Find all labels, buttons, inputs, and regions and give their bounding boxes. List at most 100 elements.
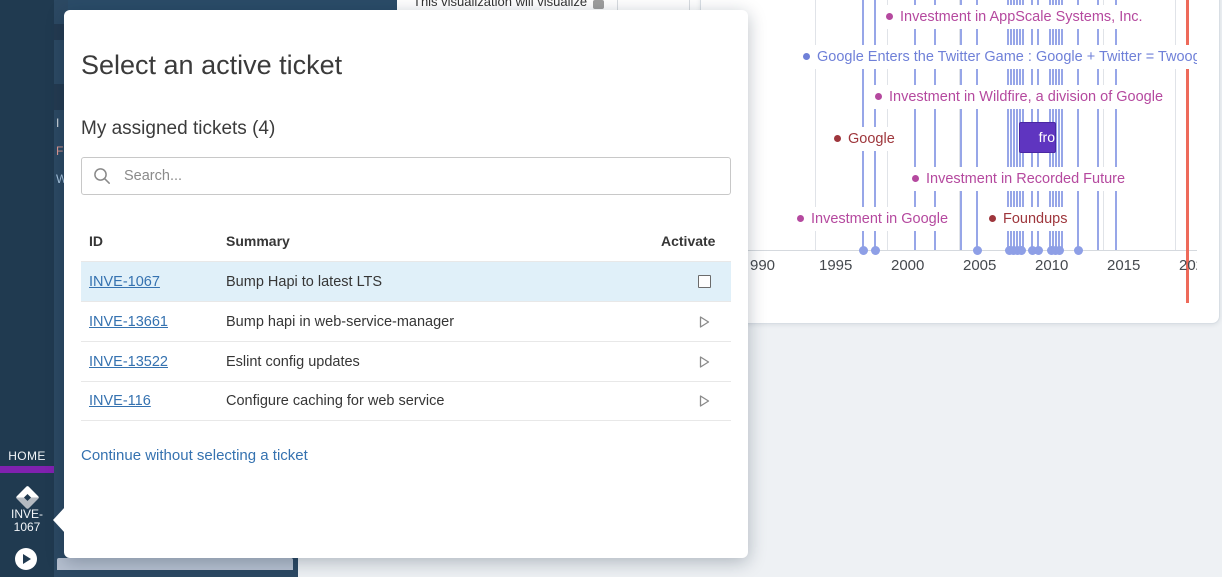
event-marker-line xyxy=(934,0,936,250)
ticket-id-link[interactable]: INVE-13522 xyxy=(89,353,168,370)
event-marker-line xyxy=(1010,0,1012,250)
active-indicator xyxy=(0,466,54,473)
axis-tick-label: 202 xyxy=(1179,257,1197,274)
event-axis-dot xyxy=(1074,246,1083,255)
visualization-hint-text: This visualization will visualize xyxy=(413,0,588,9)
timeline-event-label[interactable]: Investment in Recorded Future xyxy=(906,167,1134,191)
panel-header-bar xyxy=(68,0,397,12)
event-dot-icon xyxy=(989,215,996,222)
selected-event-box[interactable]: fro xyxy=(1019,122,1056,153)
event-label-text: Google xyxy=(848,131,895,147)
continue-without-ticket-link[interactable]: Continue without selecting a ticket xyxy=(81,447,308,464)
toolbar-strip: This visualization will visualize xyxy=(397,0,748,10)
ticket-label-line2: 1067 xyxy=(13,520,41,534)
event-marker-line xyxy=(1055,0,1057,250)
axis-gridline xyxy=(887,0,888,250)
x-axis-line xyxy=(701,250,1197,251)
assigned-tickets-heading: My assigned tickets (4) xyxy=(81,118,276,139)
axis-tick-label: 1995 xyxy=(819,257,853,274)
current-time-line xyxy=(1186,0,1189,303)
timeline-event-label[interactable]: Foundups xyxy=(983,207,1076,231)
event-dot-icon xyxy=(886,13,893,20)
event-axis-dot xyxy=(1034,246,1043,255)
ticket-id-link[interactable]: INVE-13661 xyxy=(89,313,168,330)
event-marker-line xyxy=(914,0,916,250)
column-header-activate: Activate xyxy=(661,233,716,249)
event-axis-dot xyxy=(1055,246,1064,255)
axis-tick-label: 2010 xyxy=(1035,257,1069,274)
diamond-hole xyxy=(23,493,32,502)
sidebar-item-home[interactable]: HOME xyxy=(8,449,46,463)
axis-gridline xyxy=(959,0,960,250)
axis-gridline xyxy=(815,0,816,250)
event-label-text: Investment in Google xyxy=(811,211,949,227)
play-button[interactable] xyxy=(15,548,37,570)
ticket-summary: Bump hapi in web-service-manager xyxy=(226,313,455,330)
table-header: ID Summary Activate xyxy=(81,233,731,261)
ticket-summary: Eslint config updates xyxy=(226,353,360,370)
search-input[interactable] xyxy=(124,158,714,194)
axis-tick-label: 2000 xyxy=(891,257,925,274)
search-icon xyxy=(94,168,110,184)
event-marker-line xyxy=(1077,0,1079,250)
search-box xyxy=(81,157,731,195)
event-marker-line xyxy=(874,0,876,250)
activate-play-icon[interactable] xyxy=(697,394,711,408)
event-axis-dot xyxy=(859,246,868,255)
table-row[interactable]: INVE-13522 Eslint config updates xyxy=(81,341,731,381)
event-axis-dot xyxy=(1028,246,1037,255)
table-row[interactable]: INVE-13661 Bump hapi in web-service-mana… xyxy=(81,301,731,341)
event-dot-icon xyxy=(875,93,882,100)
activate-checkbox[interactable] xyxy=(698,275,711,288)
toolbar-divider xyxy=(689,0,690,10)
scrollbar-thumb[interactable] xyxy=(593,0,604,9)
timeline-event-label[interactable]: Google xyxy=(828,127,903,151)
event-dot-icon xyxy=(912,175,919,182)
axis-gridline xyxy=(1175,0,1176,250)
event-marker-line xyxy=(960,0,962,250)
event-marker-line xyxy=(1115,0,1117,250)
ticket-diamond-icon[interactable] xyxy=(15,485,40,510)
event-marker-line xyxy=(862,0,864,250)
play-icon xyxy=(23,554,31,564)
ticket-table: ID Summary Activate INVE-1067 Bump Hapi … xyxy=(81,233,731,421)
event-dot-icon xyxy=(834,135,841,142)
sidebar-item-ticket[interactable]: INVE- 1067 xyxy=(0,508,54,534)
timeline-event-label[interactable]: Investment in Google xyxy=(791,207,957,231)
app-sidebar: HOME INVE- 1067 xyxy=(0,0,54,577)
timeline-event-label[interactable]: Google Enters the Twitter Game : Google … xyxy=(797,45,1197,69)
ticket-id-link[interactable]: INVE-1067 xyxy=(89,273,160,290)
panel-label-fragment: W xyxy=(56,172,68,186)
ticket-label-line1: INVE- xyxy=(10,507,43,521)
panel-label-fragment: F xyxy=(56,144,64,158)
modal-title: Select an active ticket xyxy=(81,50,343,80)
event-label-text: Foundups xyxy=(1003,211,1068,227)
event-label-text: Google Enters the Twitter Game : Google … xyxy=(817,49,1197,65)
modal-pointer-arrow xyxy=(53,507,65,533)
event-label-text: Investment in Recorded Future xyxy=(926,171,1126,187)
event-label-text: Investment in AppScale Systems, Inc. xyxy=(900,9,1143,25)
column-header-id: ID xyxy=(89,233,103,249)
timeline-event-label[interactable]: Investment in AppScale Systems, Inc. xyxy=(880,5,1151,29)
activate-play-icon[interactable] xyxy=(697,355,711,369)
ticket-summary: Bump Hapi to latest LTS xyxy=(226,273,383,290)
event-label-text: Investment in Wildfire, a division of Go… xyxy=(889,89,1164,105)
event-dot-icon xyxy=(797,215,804,222)
ticket-summary: Configure caching for web service xyxy=(226,393,445,409)
event-marker-line xyxy=(1013,0,1015,250)
event-marker-line xyxy=(1061,0,1063,250)
table-row[interactable]: INVE-1067 Bump Hapi to latest LTS xyxy=(81,261,731,301)
event-marker-line xyxy=(1016,0,1018,250)
timeline-event-label[interactable]: Investment in Wildfire, a division of Go… xyxy=(869,85,1172,109)
event-axis-dot xyxy=(1017,246,1026,255)
activate-play-icon[interactable] xyxy=(697,315,711,329)
ticket-id-link[interactable]: INVE-116 xyxy=(89,393,151,409)
column-header-summary: Summary xyxy=(226,233,290,249)
timeline-chart[interactable]: 99019952000200520102015202Investment in … xyxy=(701,0,1197,322)
select-ticket-modal: Select an active ticket My assigned tick… xyxy=(53,10,748,558)
table-row[interactable]: INVE-116 Configure caching for web servi… xyxy=(81,381,731,421)
panel-label-fragment: I xyxy=(56,116,60,130)
axis-tick-label: 2015 xyxy=(1107,257,1141,274)
axis-tick-label: 990 xyxy=(750,257,776,274)
event-marker-line xyxy=(976,0,978,250)
